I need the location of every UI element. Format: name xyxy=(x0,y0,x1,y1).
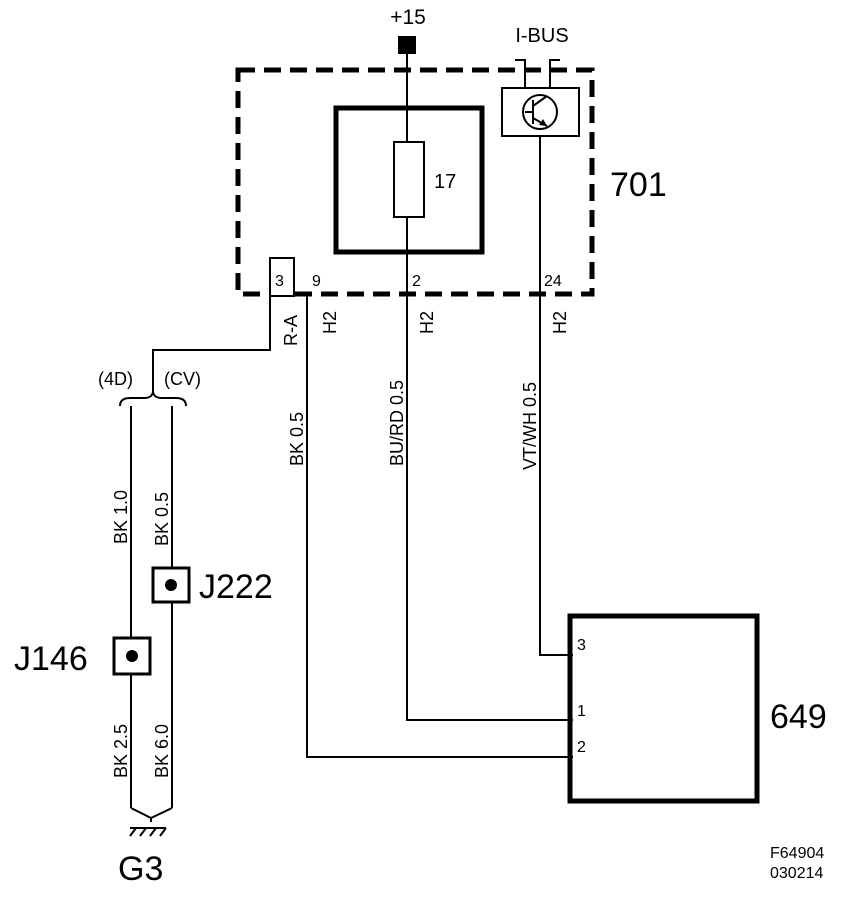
pin-24-label: 24 xyxy=(544,273,562,290)
wire-label-bk-05: BK 0.5 xyxy=(152,492,172,546)
wire-bu-rd xyxy=(406,217,573,721)
module-701-label: 701 xyxy=(610,166,667,204)
ground-symbol xyxy=(129,807,173,837)
module-701: 17 701 3 9 2 24 xyxy=(235,67,667,297)
wire-bk-pin9 xyxy=(306,294,573,758)
wire-pin3-split xyxy=(152,294,271,395)
ibus-label: I-BUS xyxy=(515,25,568,47)
variant-4d-label: (4D) xyxy=(98,369,133,389)
module-649-label: 649 xyxy=(770,698,827,736)
pin-2-label: 2 xyxy=(412,273,421,290)
figure-id-line1: F64904 xyxy=(770,845,824,862)
splice-j222 xyxy=(151,566,191,604)
supply-label: +15 xyxy=(390,6,426,29)
splice-j146 xyxy=(112,636,152,676)
figure-id-line2: 030214 xyxy=(770,865,823,882)
variant-brace xyxy=(119,391,187,407)
connector-ra-box xyxy=(269,257,295,297)
transistor-symbol xyxy=(501,87,580,137)
pin-649-1: 1 xyxy=(577,703,586,720)
fuse-box xyxy=(333,105,485,255)
wire-label-bk-60: BK 6.0 xyxy=(152,724,172,778)
connector-h2-pin9: H2 xyxy=(320,311,340,334)
splice-j222-label: J222 xyxy=(199,568,273,606)
splice-j146-label: J146 xyxy=(14,640,88,678)
fuse-17 xyxy=(393,141,425,218)
ibus-connection xyxy=(515,59,560,88)
module-649: 3 1 2 xyxy=(567,613,760,804)
supply-terminal xyxy=(398,36,416,54)
pin-9-label: 9 xyxy=(312,273,321,290)
wire-label-vt-wh: VT/WH 0.5 xyxy=(520,382,540,470)
wire-label-bk-pin9: BK 0.5 xyxy=(287,412,307,466)
wire-label-bu-rd: BU/RD 0.5 xyxy=(387,380,407,466)
wire-label-bk-25: BK 2.5 xyxy=(111,724,131,778)
connector-h2-pin2: H2 xyxy=(417,311,437,334)
fuse-label: 17 xyxy=(434,171,456,193)
variant-cv-label: (CV) xyxy=(164,369,201,389)
wire-label-bk-10: BK 1.0 xyxy=(111,490,131,544)
pin-3-label: 3 xyxy=(275,273,284,290)
pin-649-3: 3 xyxy=(577,637,586,654)
wire-vt-wh xyxy=(539,136,573,656)
ground-label: G3 xyxy=(118,850,163,888)
connector-ra-label: R-A xyxy=(281,315,301,346)
connector-h2-pin24: H2 xyxy=(550,311,570,334)
pin-649-2: 2 xyxy=(577,739,586,756)
